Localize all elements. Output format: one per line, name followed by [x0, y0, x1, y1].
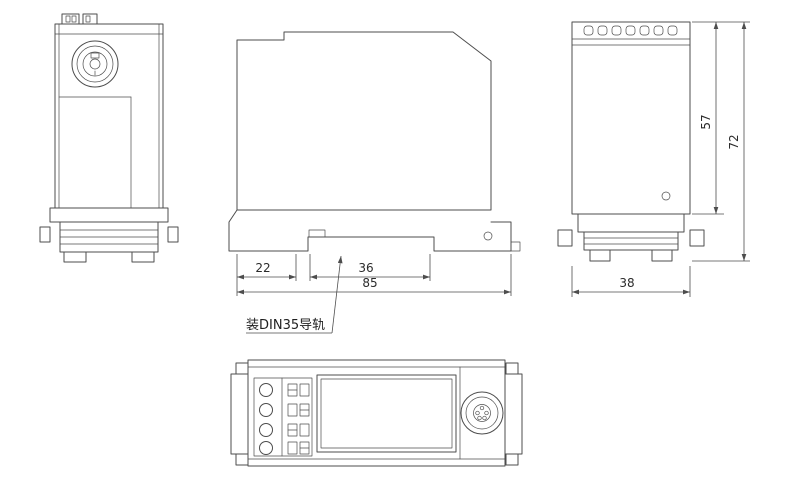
top-connector-icon	[460, 391, 504, 435]
vent-slots	[583, 25, 678, 36]
dim-72-value: 72	[727, 134, 741, 149]
din-rail-label: 装DIN35导轨	[246, 318, 325, 333]
front-connector-icon	[71, 40, 119, 88]
terminal-block	[253, 377, 313, 457]
dim-36-value: 36	[358, 261, 373, 275]
din-rail-callout: 装DIN35导轨	[246, 255, 343, 334]
side-din-foot	[228, 209, 521, 252]
dimension-72: 72	[692, 22, 750, 262]
rear-hole	[661, 191, 671, 201]
rear-din-clip	[557, 213, 705, 262]
dim-38-value: 38	[619, 276, 634, 290]
display-window	[316, 374, 457, 453]
top-view	[230, 359, 523, 467]
front-din-clip	[39, 207, 179, 263]
rear-view: 57 72 38	[557, 21, 750, 297]
dim-57-value: 57	[699, 114, 713, 129]
side-view: 22 36 85 装DIN35导轨	[228, 31, 521, 334]
dimension-22: 22	[236, 254, 297, 296]
dimension-57: 57	[692, 21, 750, 215]
front-view	[39, 13, 179, 263]
dimension-36: 36	[309, 254, 431, 281]
dimension-85: 85	[237, 254, 512, 296]
dim-85-value: 85	[362, 276, 377, 290]
dimension-38: 38	[571, 266, 691, 297]
dim-22-value: 22	[255, 261, 270, 275]
